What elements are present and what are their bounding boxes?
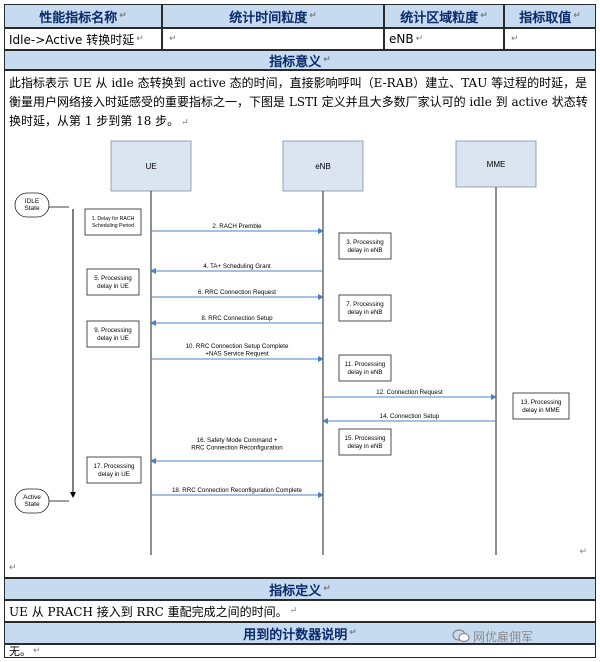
processing-box-17 (86, 456, 142, 484)
processing-box-11 (338, 354, 392, 382)
counter-text: 无。↵ (4, 644, 596, 658)
time-granularity-value: ↵ (162, 28, 384, 50)
processing-box-7 (338, 294, 392, 322)
entity-label-mme: MME (487, 160, 506, 169)
processing-box-9 (86, 320, 140, 348)
message-label-18: 18. RRC Connection Reconfiguration Compl… (172, 487, 303, 494)
message-label-4: 4. TA+ Scheduling Grant (203, 263, 271, 270)
processing-box-1 (84, 208, 142, 236)
message-label-14: 14. Connection Setup (380, 413, 440, 420)
message-label-10: 10. RRC Connection Setup Complete+NAS Se… (186, 343, 289, 358)
header-region-granularity: 统计区域粒度↵ (384, 4, 504, 28)
header-indicator-value: 指标取值↵ (504, 4, 596, 28)
processing-box-13 (512, 392, 570, 420)
indicator-value-value: ↵ (504, 28, 596, 50)
definition-title: 指标定义↵ (4, 578, 596, 600)
message-label-6: 6. RRC Connection Request (198, 289, 276, 296)
message-label-2: 2. RACH Premble (212, 223, 262, 230)
counter-title: 用到的计数器说明↵ (4, 622, 596, 644)
entity-label-enb: eNB (315, 162, 331, 171)
header-time-granularity: 统计时间粒度↵ (162, 4, 384, 28)
region-granularity-value: eNB↵ (384, 28, 504, 50)
entity-box-mme (455, 140, 537, 188)
wechat-icon (452, 629, 470, 643)
definition-text: UE 从 PRACH 接入到 RRC 重配完成之间的时间。↵ (4, 600, 596, 622)
entity-box-enb (282, 140, 364, 192)
indicator-document: 性能指标名称↵ 统计时间粒度↵ 统计区域粒度↵ 指标取值↵ Idle->Acti… (4, 4, 596, 658)
message-label-16: 16. Safety Mode Command +RRC Connection … (191, 437, 283, 452)
processing-box-3 (338, 232, 392, 260)
indicator-name-value: Idle->Active 转换时延↵ (4, 28, 162, 50)
idle-state (14, 192, 50, 218)
processing-box-5 (86, 268, 140, 296)
meaning-title: 指标意义↵ (4, 50, 596, 70)
meaning-body: 此指标表示 UE 从 idle 态转换到 active 态的时间，直接影响呼叫（… (4, 70, 596, 578)
message-label-12: 12. Connection Request (376, 389, 443, 396)
entity-box-ue (110, 140, 192, 192)
header-indicator-name: 性能指标名称↵ (4, 4, 162, 28)
entity-label-ue: UE (145, 162, 156, 171)
message-label-8: 8. RRC Connection Setup (201, 315, 273, 322)
processing-box-15 (338, 428, 392, 456)
watermark: 网优雇佣军 (452, 626, 533, 646)
meaning-paragraph: 此指标表示 UE 从 idle 态转换到 active 态的时间，直接影响呼叫（… (5, 71, 595, 136)
